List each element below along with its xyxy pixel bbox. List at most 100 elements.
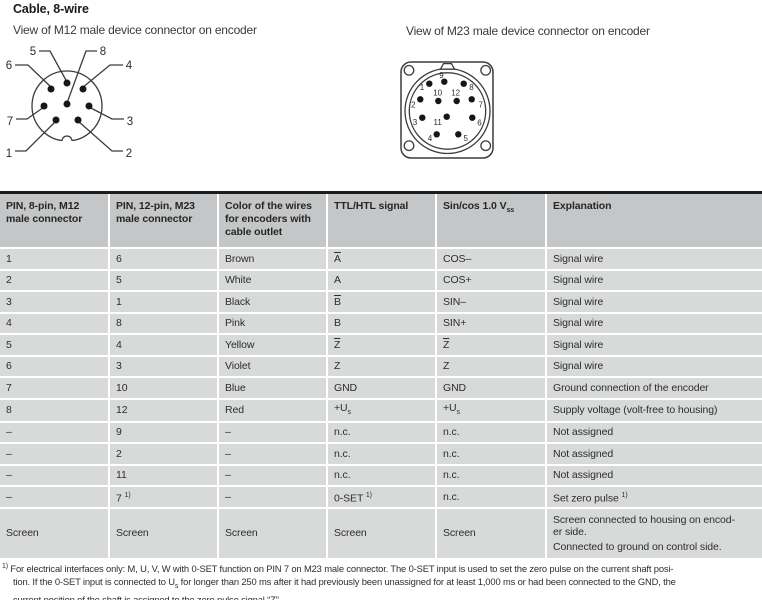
m23-pin-label: 10: [433, 89, 442, 98]
m23-pin-label: 7: [478, 101, 483, 110]
table-cell: n.c.: [437, 422, 547, 445]
table-cell: –: [219, 487, 328, 509]
m12-pin-label: 1: [6, 148, 12, 160]
m23-pin-9-dot: [441, 78, 448, 85]
footnote-line: tion. If the 0-SET input is connected to…: [13, 576, 676, 590]
table-cell: Screen: [0, 508, 110, 560]
table-cell: –: [0, 487, 110, 509]
m23-pin-label: 4: [428, 134, 433, 143]
footnote-line: 1) For electrical interfaces only: M, U,…: [2, 563, 674, 575]
m23-pin-5-dot: [455, 131, 462, 138]
table-cell: Brown: [219, 249, 328, 271]
table-cell: B: [328, 292, 437, 314]
table-cell: Z: [328, 356, 437, 378]
table-cell: Signal wire: [547, 292, 762, 314]
m12-leader-7: [16, 106, 45, 120]
table-cell: Signal wire: [547, 270, 762, 292]
table-cell: Z: [437, 335, 547, 357]
table-cell: n.c.: [328, 422, 437, 445]
table-cell: Not assigned: [547, 422, 762, 445]
table-cell: 3: [110, 356, 219, 378]
table-cell: 6: [110, 249, 219, 271]
table-cell: Signal wire: [547, 249, 762, 271]
table-cell: –: [0, 465, 110, 488]
m12-leader-1: [15, 120, 57, 152]
m23-pin-label: 8: [469, 83, 474, 92]
table-cell: A: [328, 270, 437, 292]
m23-pin-4-dot: [433, 131, 440, 138]
table-cell: n.c.: [437, 444, 547, 466]
table-cell: n.c.: [328, 465, 437, 488]
page-title: Cable, 8-wire: [13, 2, 89, 16]
m23-pin-12-dot: [453, 97, 460, 105]
table-cell: Black: [219, 292, 328, 314]
m23-inner-circle: [408, 72, 487, 150]
m23-pin-7-dot: [468, 96, 475, 103]
table-cell: 9: [110, 422, 219, 445]
column-header: TTL/HTL signal: [328, 194, 437, 249]
m12-pin-label: 4: [126, 60, 133, 72]
column-header: Explanation: [547, 194, 762, 249]
m23-pin-10-dot: [435, 97, 442, 105]
m12-connector-diagram: 5 8 6 4 7 3 1 2: [6, 46, 133, 160]
table-cell: 2: [110, 444, 219, 466]
m12-leader-8: [66, 50, 97, 104]
table-cell: Signal wire: [547, 335, 762, 357]
table-row: –11–n.c.n.c.Not assigned: [0, 465, 762, 488]
m23-screw-hole: [480, 64, 492, 76]
m23-pin-label: 12: [451, 89, 460, 98]
m23-screw-hole: [480, 140, 492, 152]
table-cell: White: [219, 270, 328, 292]
m12-pin-label: 7: [7, 116, 13, 128]
m23-pin-1-dot: [426, 80, 433, 87]
table-cell: 5: [0, 335, 110, 357]
table-cell: Z: [437, 356, 547, 378]
table-cell: GND: [328, 378, 437, 400]
m23-pin-3-dot: [419, 114, 426, 121]
m12-pin-5-dot: [63, 79, 71, 87]
m23-pin-label: 9: [439, 71, 444, 80]
table-cell: GND: [437, 378, 547, 400]
table-cell: 5: [110, 270, 219, 292]
m12-pin-label: 5: [30, 46, 36, 58]
table-cell: A: [328, 249, 437, 271]
table-cell: 4: [110, 335, 219, 357]
m12-pin-7-dot: [40, 102, 48, 110]
table-cell: 6: [0, 356, 110, 378]
table-cell: 8: [0, 399, 110, 423]
table-cell: SIN–: [437, 292, 547, 314]
m23-connector-diagram: 9 1 8 10 12 2 7 3 11 6 4 5: [400, 61, 494, 159]
table-cell: Blue: [219, 378, 328, 400]
m12-leader-6: [15, 64, 53, 89]
m23-pin-label: 11: [434, 118, 443, 127]
m12-notch-mask: [60, 141, 74, 148]
table-cell: Not assigned: [547, 444, 762, 466]
table-cell: Violet: [219, 356, 328, 378]
m12-pin-1-dot: [52, 116, 60, 124]
table-cell: B: [328, 313, 437, 335]
table-cell: 10: [110, 378, 219, 400]
table-cell: SIN+: [437, 313, 547, 335]
m12-pin-3-dot: [85, 102, 93, 110]
table-cell: 1: [0, 249, 110, 271]
table-cell: –: [219, 444, 328, 466]
table-cell: Signal wire: [547, 356, 762, 378]
m12-leader-2: [77, 120, 123, 152]
table-cell: 12: [110, 399, 219, 423]
m23-pin-label: 5: [463, 134, 468, 143]
table-cell: 3: [0, 292, 110, 314]
table-cell: 11: [110, 465, 219, 488]
m23-pin-2-dot: [417, 96, 424, 103]
m12-pin-8-dot: [63, 100, 71, 108]
table-cell: Set zero pulse 1): [547, 487, 762, 509]
table-cell: Supply voltage (volt-free to housing): [547, 399, 762, 423]
m12-leader-5: [39, 50, 68, 83]
table-cell: 7 1): [110, 487, 219, 509]
